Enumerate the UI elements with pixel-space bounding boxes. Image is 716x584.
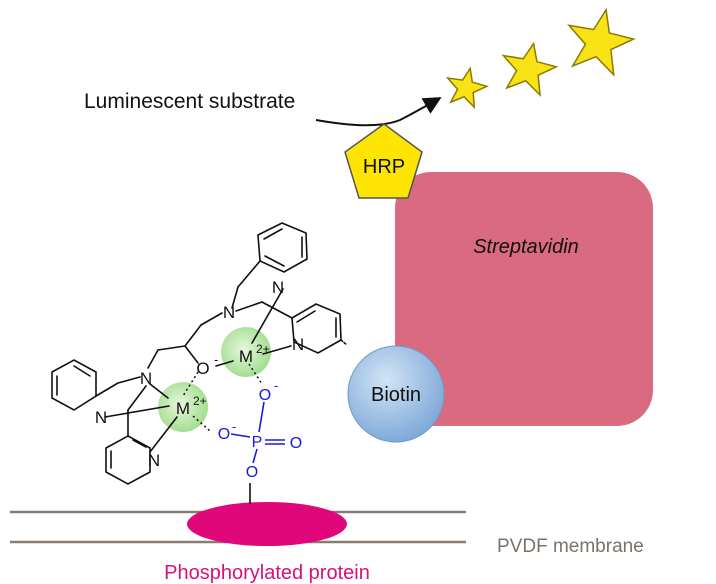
ligand-skeleton <box>51 222 348 485</box>
metal-glow-left <box>158 382 208 432</box>
atom-o-phos-double: O <box>290 435 302 452</box>
dative-bonds <box>182 363 263 432</box>
atom-metal-right: M <box>239 347 253 366</box>
star-medium <box>501 41 559 98</box>
atom-o-phos-bottom: O <box>246 464 258 481</box>
atom-n-pyr-top: N <box>272 278 284 297</box>
atom-n-amine-left: N <box>140 369 152 388</box>
atom-n-pyr-left: N <box>95 408 107 427</box>
streptavidin-block <box>395 172 653 426</box>
biotin-circle <box>347 345 445 443</box>
atom-o-phos-left: O <box>218 426 230 443</box>
phosphorylated-protein-ellipse <box>187 502 347 546</box>
atom-phosphorus: P <box>252 434 263 451</box>
phosphate-group <box>230 401 285 464</box>
star-small <box>445 66 489 110</box>
atom-o-phos-top: O <box>259 387 271 404</box>
star-large <box>567 7 636 77</box>
atom-n-amine-top: N <box>223 303 235 322</box>
atom-o-alkoxide-charge: - <box>214 352 218 367</box>
atom-metal-left: M <box>176 399 190 418</box>
atom-o-phos-left-charge: - <box>232 419 236 434</box>
atom-o-phos-top-charge: - <box>274 378 278 393</box>
atom-metal-left-charge: 2+ <box>193 394 207 408</box>
atom-metal-right-charge: 2+ <box>256 342 270 356</box>
atom-o-alkoxide: O <box>196 359 209 378</box>
hrp-label: HRP <box>363 156 405 178</box>
metal-glow-right <box>221 327 271 377</box>
biotin-label: Biotin <box>371 384 421 406</box>
substrate-arrow <box>315 97 442 127</box>
hrp-pentagon <box>344 123 423 199</box>
atom-n-pyr-right: N <box>292 335 304 354</box>
atom-n-pyr-bottom: N <box>148 451 160 470</box>
streptavidin-label: Streptavidin <box>473 236 579 258</box>
pvdf-membrane-label: PVDF membrane <box>497 536 644 557</box>
phosphorylated-protein-label: Phosphorylated protein <box>164 562 370 584</box>
luminescent-substrate-label: Luminescent substrate <box>84 90 295 113</box>
